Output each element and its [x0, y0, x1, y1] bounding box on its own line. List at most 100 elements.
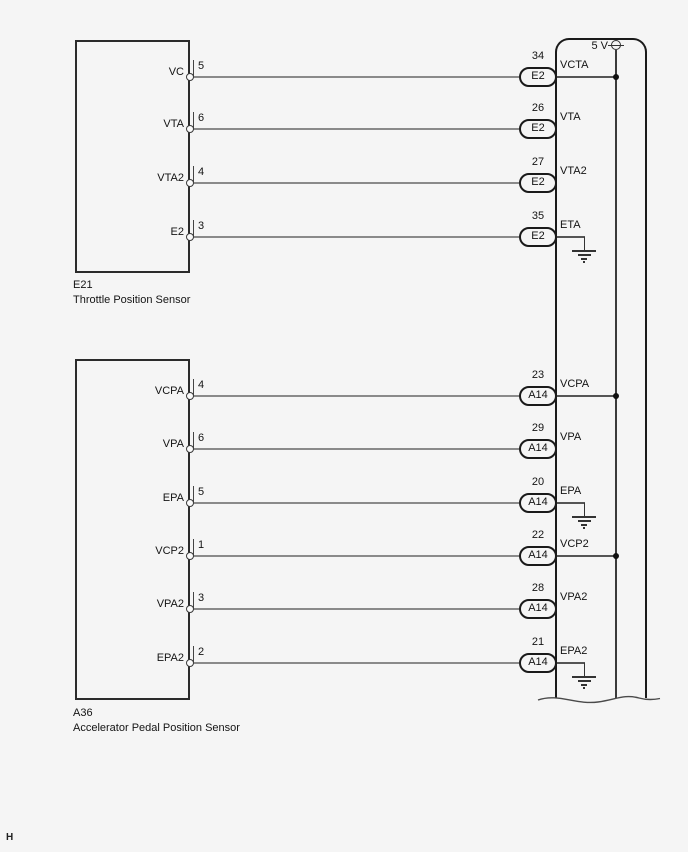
pin-tick: [193, 379, 194, 396]
ecu-signal-label: VTA2: [560, 165, 587, 177]
ecu-pin-number: 23: [531, 369, 545, 381]
sensor-pin-number: 2: [198, 646, 205, 658]
sensor-pin-number: 3: [198, 220, 205, 232]
ecu-pin-number: 34: [531, 50, 545, 62]
wire: [190, 555, 519, 557]
internal-wire: [556, 555, 616, 557]
sensor-pin-label: EPA: [162, 492, 184, 504]
ground-icon: [570, 237, 598, 264]
sensor-pin-label: VTA: [163, 118, 184, 130]
sensor-pin-label: VC: [168, 66, 184, 78]
wire: [190, 662, 519, 664]
pin-terminal-icon: [186, 392, 194, 400]
ecu-pin-number: 28: [531, 582, 545, 594]
sensor-pin-number: 6: [198, 432, 205, 444]
ecu-pin-number: 21: [531, 636, 545, 648]
sensor-pin-number: 5: [198, 486, 205, 498]
ecu-signal-label: VTA: [560, 111, 581, 123]
pin-tick: [193, 166, 194, 183]
ecu-connector-pin: E2: [519, 119, 557, 139]
sensor-pin-number: 5: [198, 60, 205, 72]
wire: [190, 395, 519, 397]
sensor-pin-number: 4: [198, 166, 205, 178]
sensor-pin-label: VPA: [162, 438, 184, 450]
ecu-pin-number: 29: [531, 422, 545, 434]
sensor-pin-label: EPA2: [156, 652, 184, 664]
pin-terminal-icon: [186, 659, 194, 667]
internal-wire: [555, 502, 585, 504]
supply-voltage-label: 5 V: [591, 40, 608, 52]
pin-tick: [193, 539, 194, 556]
ecu-connector-pin: E2: [519, 227, 557, 247]
wire: [190, 236, 519, 238]
sensor-pin-label: VCP2: [155, 545, 184, 557]
ecu-pin-number: 20: [531, 476, 545, 488]
ecu-pin-number: 35: [531, 210, 545, 222]
wire: [190, 608, 519, 610]
power-terminal-icon: [611, 40, 621, 50]
pin-tick: [193, 220, 194, 237]
wire: [190, 76, 519, 78]
pin-tick: [193, 486, 194, 503]
internal-wire: [556, 76, 616, 78]
sensor-name-a36: Accelerator Pedal Position Sensor: [73, 722, 240, 734]
sensor-id-e21: E21: [73, 279, 93, 291]
sensor-pin-label: VTA2: [157, 172, 184, 184]
wire: [190, 502, 519, 504]
pin-terminal-icon: [186, 125, 194, 133]
ecu-signal-label: EPA2: [560, 645, 588, 657]
internal-wire: [556, 395, 616, 397]
ecu-connector-pin: A14: [519, 653, 557, 673]
junction-dot-icon: [613, 553, 619, 559]
sensor-pin-number: 1: [198, 539, 205, 551]
ecu-signal-label: VPA: [560, 431, 582, 443]
ecu-connector-pin: E2: [519, 173, 557, 193]
pin-tick: [193, 432, 194, 449]
ecu-box: [555, 38, 647, 698]
ecu-signal-label: VCP2: [560, 538, 589, 550]
sensor-pin-number: 4: [198, 379, 205, 391]
pin-terminal-icon: [186, 73, 194, 81]
ecu-connector-pin: A14: [519, 493, 557, 513]
ecu-signal-label: VPA2: [560, 591, 588, 603]
ecu-connector-pin: A14: [519, 546, 557, 566]
pin-terminal-icon: [186, 499, 194, 507]
ecu-connector-pin: A14: [519, 439, 557, 459]
sensor-name-e21: Throttle Position Sensor: [73, 294, 191, 306]
ecu-signal-label: VCTA: [560, 59, 589, 71]
ecu-pin-number: 27: [531, 156, 545, 168]
pin-terminal-icon: [186, 445, 194, 453]
ground-icon: [570, 663, 598, 690]
wire: [190, 128, 519, 130]
junction-dot-icon: [613, 393, 619, 399]
pin-terminal-icon: [186, 552, 194, 560]
ecu-signal-label: VCPA: [560, 378, 590, 390]
ground-icon: [570, 503, 598, 530]
pin-tick: [193, 112, 194, 129]
sensor-pin-number: 6: [198, 112, 205, 124]
pin-tick: [193, 592, 194, 609]
ecu-connector-pin: A14: [519, 386, 557, 406]
pin-tick: [193, 646, 194, 663]
sensor-id-a36: A36: [73, 707, 93, 719]
wire: [190, 182, 519, 184]
ecu-pin-number: 22: [531, 529, 545, 541]
ecu-signal-label: EPA: [560, 485, 582, 497]
internal-wire: [555, 236, 585, 238]
sensor-pin-label: VPA2: [156, 598, 184, 610]
ecu-connector-pin: A14: [519, 599, 557, 619]
break-line-icon: [537, 695, 661, 704]
internal-wire: [555, 662, 585, 664]
pin-terminal-icon: [186, 605, 194, 613]
pin-tick: [193, 60, 194, 77]
ecu-connector-pin: E2: [519, 67, 557, 87]
wire: [190, 448, 519, 450]
pin-terminal-icon: [186, 233, 194, 241]
junction-dot-icon: [613, 74, 619, 80]
sensor-pin-label: E2: [170, 226, 184, 238]
sensor-pin-label: VCPA: [154, 385, 184, 397]
5v-rail-line: [615, 50, 617, 698]
page-footer-mark: H: [6, 832, 14, 843]
pin-terminal-icon: [186, 179, 194, 187]
